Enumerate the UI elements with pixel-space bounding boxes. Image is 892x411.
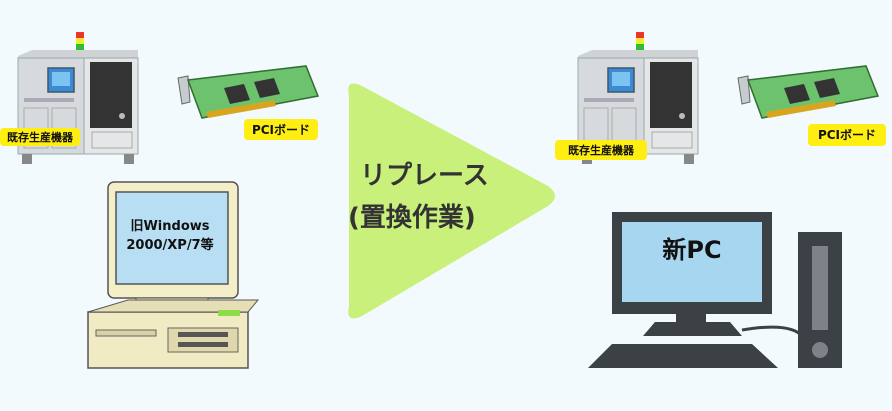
machine-label-badge-left bbox=[0, 128, 80, 146]
arrow-label-line2: (置換作業) bbox=[348, 203, 476, 233]
new-pc bbox=[588, 212, 842, 368]
pci-board-right bbox=[737, 65, 879, 119]
board-label-badge-right bbox=[808, 124, 886, 146]
arrow-label-line1: リプレース bbox=[360, 161, 489, 191]
machine-label-badge-right bbox=[555, 140, 647, 160]
machine-label-left: 既存生産機器 bbox=[7, 130, 74, 144]
pci-board-left bbox=[177, 65, 319, 119]
board-label-left: PCIボード bbox=[252, 122, 310, 137]
old-pc-line2: 2000/XP/7等 bbox=[126, 237, 213, 253]
old-pc bbox=[87, 181, 259, 369]
board-label-badge-left bbox=[244, 119, 318, 140]
new-pc-label: 新PC bbox=[662, 236, 721, 264]
old-pc-line1: 旧Windows bbox=[130, 219, 209, 234]
replace-arrow bbox=[348, 83, 555, 319]
machine-label-right: 既存生産機器 bbox=[568, 143, 635, 157]
board-label-right: PCIボード bbox=[818, 127, 876, 142]
